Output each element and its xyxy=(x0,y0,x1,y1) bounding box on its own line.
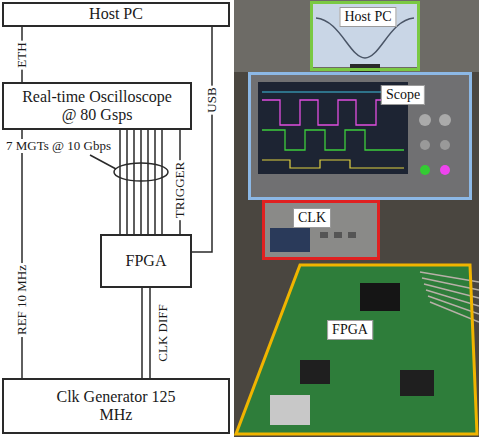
signal-label: REF 10 MHz xyxy=(15,263,29,337)
photo-region: Host PC xyxy=(310,1,420,71)
signal-label: ETH xyxy=(15,40,29,69)
photo-region: CLK xyxy=(262,200,380,260)
photo-region: FPGA xyxy=(234,262,479,437)
box-label: Host PC xyxy=(89,5,143,23)
box-label: FPGA xyxy=(126,252,167,270)
region-label: Host PC xyxy=(339,7,396,27)
signal-wire xyxy=(192,27,212,252)
box-label: Clk Generator 125 MHz xyxy=(56,388,176,425)
region-label: CLK xyxy=(293,208,331,228)
signal-label: TRIGGER xyxy=(173,160,187,220)
box-label: Real-time Oscilloscope @ 80 Gsps xyxy=(17,88,177,125)
region-label: FPGA xyxy=(327,320,373,340)
signal-label: USB xyxy=(205,85,219,114)
signal-wire xyxy=(120,130,162,234)
clock-box: Clk Generator 125 MHz xyxy=(2,378,230,434)
fpga-box: FPGA xyxy=(100,234,192,288)
signal-label: CLK DIFF xyxy=(156,302,170,363)
scope-box: Real-time Oscilloscope @ 80 Gsps xyxy=(2,82,192,130)
host-box: Host PC xyxy=(2,2,230,27)
photo-region: Scope xyxy=(248,72,472,200)
signal-wire xyxy=(142,288,150,378)
region-outline xyxy=(234,262,479,437)
region-label: Scope xyxy=(381,85,425,105)
signal-wire xyxy=(21,130,23,378)
signal-label: 7 MGTs @ 10 Gbps xyxy=(4,139,113,153)
